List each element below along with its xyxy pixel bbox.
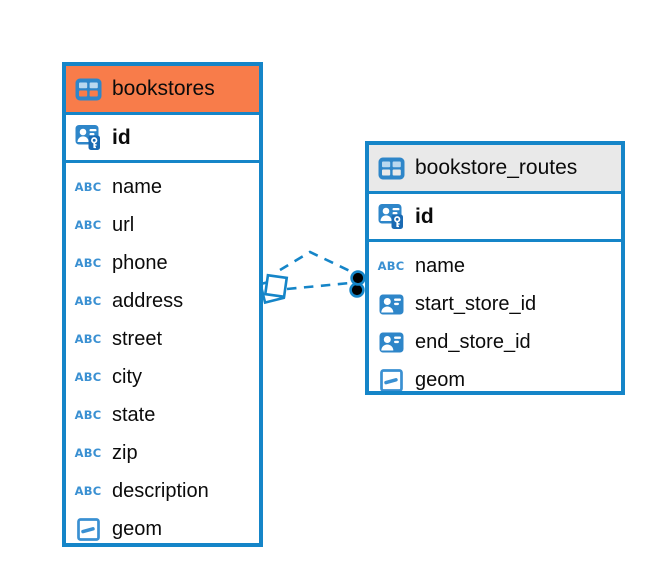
table-row[interactable]: ABC description [66, 472, 259, 510]
table-header[interactable]: bookstores [66, 66, 259, 115]
column-name: start_store_id [415, 292, 537, 315]
text-column-icon: ABC [74, 408, 102, 422]
table-row[interactable]: ABC street [66, 320, 259, 358]
text-column-icon: ABC [74, 370, 102, 384]
table-icon [376, 157, 406, 180]
column-name: name [112, 175, 163, 198]
text-column-icon: ABC [74, 332, 102, 346]
table-row[interactable]: ABC city [66, 358, 259, 396]
primary-key-icon [73, 124, 103, 151]
table-title: bookstore_routes [415, 156, 578, 179]
diamond-marker[interactable] [258, 273, 289, 305]
primary-key-row[interactable]: id [369, 194, 621, 242]
column-name: id [112, 125, 131, 149]
text-column-icon: ABC [74, 446, 102, 460]
reference-column-icon [376, 332, 406, 353]
table-title: bookstores [112, 77, 215, 100]
column-name: geom [112, 517, 163, 540]
column-name: state [112, 403, 156, 426]
table-bookstore-routes[interactable]: bookstore_routes id ABC name start_store_i… [365, 141, 625, 395]
relationship-line-lower[interactable] [286, 281, 351, 291]
table-row[interactable]: ABC zip [66, 434, 259, 472]
table-row[interactable]: geom [66, 510, 259, 543]
text-column-icon: ABC [377, 259, 405, 273]
geometry-column-icon [376, 368, 406, 391]
text-column-icon: ABC [74, 180, 102, 194]
column-name: end_store_id [415, 330, 531, 353]
relationship-line[interactable] [279, 250, 353, 291]
dot-marker[interactable] [349, 270, 366, 298]
column-name: street [112, 327, 163, 350]
table-row[interactable]: ABC address [66, 282, 259, 320]
table-row[interactable]: ABC url [66, 206, 259, 244]
table-icon [73, 78, 103, 101]
column-name: address [112, 289, 184, 312]
column-name: city [112, 365, 142, 388]
table-row[interactable]: ABC name [66, 168, 259, 206]
table-row[interactable]: ABC name [369, 247, 621, 285]
table-row[interactable]: geom [369, 361, 621, 391]
column-name: name [415, 254, 466, 277]
text-column-icon: ABC [74, 256, 102, 270]
reference-column-icon [376, 294, 406, 315]
text-column-icon: ABC [74, 484, 102, 498]
table-row[interactable]: ABC state [66, 396, 259, 434]
primary-key-row[interactable]: id [66, 115, 259, 163]
table-row[interactable]: ABC phone [66, 244, 259, 282]
primary-key-icon [376, 203, 406, 230]
column-name: zip [112, 441, 138, 464]
text-column-icon: ABC [74, 294, 102, 308]
table-row[interactable]: end_store_id [369, 323, 621, 361]
column-name: geom [415, 368, 466, 391]
column-name: phone [112, 251, 168, 274]
text-column-icon: ABC [74, 218, 102, 232]
table-header[interactable]: bookstore_routes [369, 145, 621, 194]
column-name: id [415, 204, 434, 228]
column-name: description [112, 479, 209, 502]
column-name: url [112, 213, 135, 236]
geometry-column-icon [73, 517, 103, 541]
relationship-line-upper[interactable] [279, 250, 353, 274]
table-row[interactable]: start_store_id [369, 285, 621, 323]
